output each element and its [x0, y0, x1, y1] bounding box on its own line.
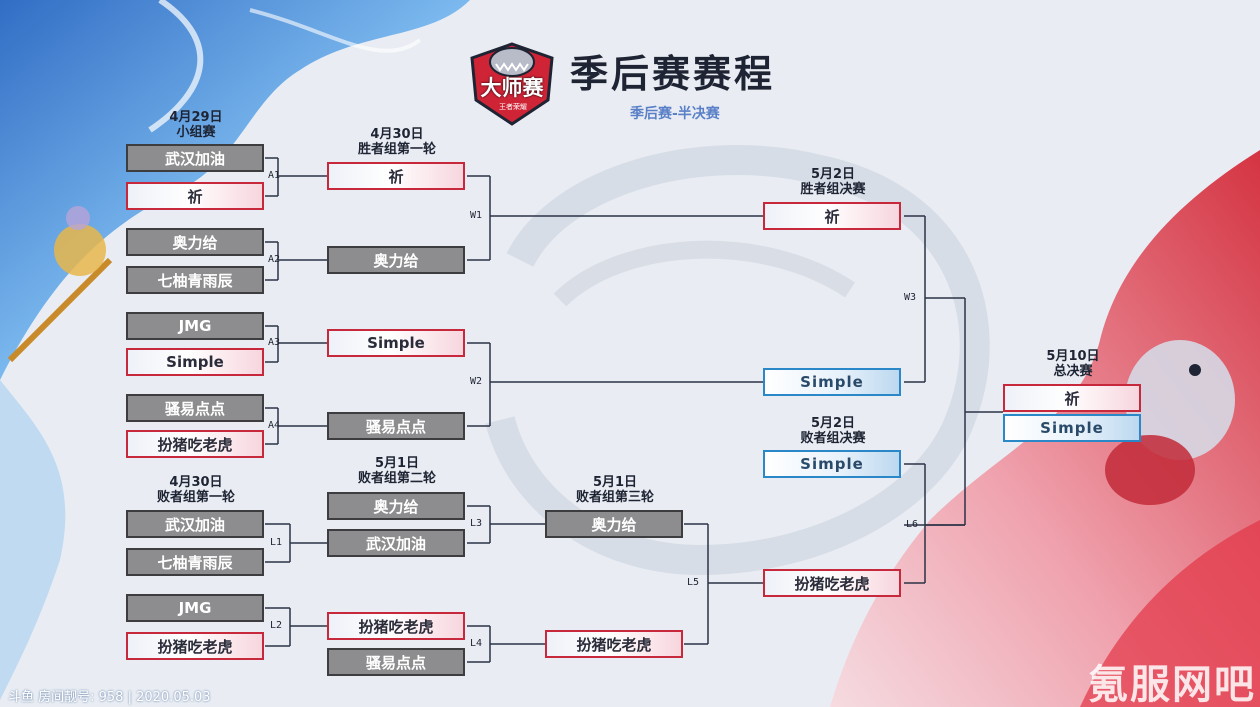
match-tag: A2 [268, 254, 281, 265]
team-slot-l1-bottom[interactable]: 七柚青雨辰 [126, 548, 264, 576]
team-slot-l4-bottom[interactable]: 骚易点点 [327, 648, 465, 676]
round-date: 4月29日 [169, 110, 223, 125]
round-date: 5月1日 [374, 456, 420, 471]
team-slot-l1-top[interactable]: 武汉加油 [126, 510, 264, 538]
round-label-lower-r1: 4月30日 败者组第一轮 [126, 475, 266, 505]
round-name: 败者组第二轮 [357, 471, 436, 486]
round-name: 败者组第三轮 [575, 490, 654, 505]
round-date: 4月30日 [370, 127, 424, 142]
stream-room-footer: 斗鱼 房间靓号: 958 | 2020.05.03 [8, 690, 211, 705]
team-slot-l2-bottom[interactable]: 扮猪吃老虎 [126, 632, 264, 660]
team-slot-l3-bottom[interactable]: 武汉加油 [327, 529, 465, 557]
round-name: 胜者组第一轮 [357, 142, 436, 157]
team-slot-a4-top[interactable]: 骚易点点 [126, 394, 264, 422]
match-tag: L6 [906, 519, 919, 530]
round-name: 小组赛 [176, 125, 216, 140]
team-slot-l3-top[interactable]: 奥力给 [327, 492, 465, 520]
team-slot-l5-bottom[interactable]: 扮猪吃老虎 [545, 630, 683, 658]
match-tag: L4 [470, 638, 483, 649]
team-slot-w2-top[interactable]: Simple [327, 329, 465, 357]
team-slot-l6-bottom[interactable]: 扮猪吃老虎 [763, 569, 901, 597]
team-slot-final-bottom[interactable]: Simple [1003, 414, 1141, 442]
team-slot-a2-top[interactable]: 奥力给 [126, 228, 264, 256]
round-label-upper-final: 5月2日 胜者组决赛 [763, 167, 903, 197]
round-date: 5月1日 [592, 475, 638, 490]
logo-text: 大师赛 [480, 76, 544, 100]
round-name: 败者组第一轮 [156, 490, 235, 505]
team-slot-a3-bottom[interactable]: Simple [126, 348, 264, 376]
round-name: 败者组决赛 [800, 431, 866, 446]
match-tag: L1 [270, 537, 283, 548]
page-title: 季后赛赛程 [570, 52, 776, 96]
team-slot-w1-bottom[interactable]: 奥力给 [327, 246, 465, 274]
round-label-group: 4月29日 小组赛 [126, 110, 266, 140]
team-slot-l5-top[interactable]: 奥力给 [545, 510, 683, 538]
match-tag: W2 [470, 376, 483, 387]
round-date: 5月2日 [810, 167, 856, 182]
team-slot-a1-bottom[interactable]: 祈 [126, 182, 264, 210]
round-date: 5月10日 [1046, 349, 1100, 364]
team-slot-l2-top[interactable]: JMG [126, 594, 264, 622]
round-label-lower-r2: 5月1日 败者组第二轮 [327, 456, 467, 486]
match-tag: A3 [268, 337, 281, 348]
match-tag: W3 [904, 292, 917, 303]
page-subtitle: 季后赛-半决赛 [630, 106, 720, 122]
match-tag: W1 [470, 210, 483, 221]
team-slot-a3-top[interactable]: JMG [126, 312, 264, 340]
team-slot-l6-top[interactable]: Simple [763, 450, 901, 478]
match-tag: A1 [268, 170, 281, 181]
logo-subtext: 王者荣耀 [499, 103, 527, 111]
match-tag: L5 [687, 577, 700, 588]
team-slot-a1-top[interactable]: 武汉加油 [126, 144, 264, 172]
match-tag: L2 [270, 620, 283, 631]
team-slot-a2-bottom[interactable]: 七柚青雨辰 [126, 266, 264, 294]
team-slot-w1-top[interactable]: 祈 [327, 162, 465, 190]
match-tag: A4 [268, 420, 281, 431]
round-name: 总决赛 [1053, 364, 1093, 379]
team-slot-l4-top[interactable]: 扮猪吃老虎 [327, 612, 465, 640]
team-slot-final-top[interactable]: 祈 [1003, 384, 1141, 412]
round-label-upper-r1: 4月30日 胜者组第一轮 [327, 127, 467, 157]
team-slot-a4-bottom[interactable]: 扮猪吃老虎 [126, 430, 264, 458]
masters-logo-icon [470, 42, 554, 126]
round-label-lower-r3: 5月1日 败者组第三轮 [545, 475, 685, 505]
team-slot-w3-bottom[interactable]: Simple [763, 368, 901, 396]
round-label-grand-final: 5月10日 总决赛 [1003, 349, 1143, 379]
match-tag: L3 [470, 518, 483, 529]
team-slot-w2-bottom[interactable]: 骚易点点 [327, 412, 465, 440]
round-date: 4月30日 [169, 475, 223, 490]
watermark: 氪服网吧 [1088, 662, 1256, 707]
round-label-lower-final: 5月2日 败者组决赛 [763, 416, 903, 446]
round-date: 5月2日 [810, 416, 856, 431]
bracket-lines [265, 157, 1003, 663]
team-slot-w3-top[interactable]: 祈 [763, 202, 901, 230]
round-name: 胜者组决赛 [800, 182, 866, 197]
